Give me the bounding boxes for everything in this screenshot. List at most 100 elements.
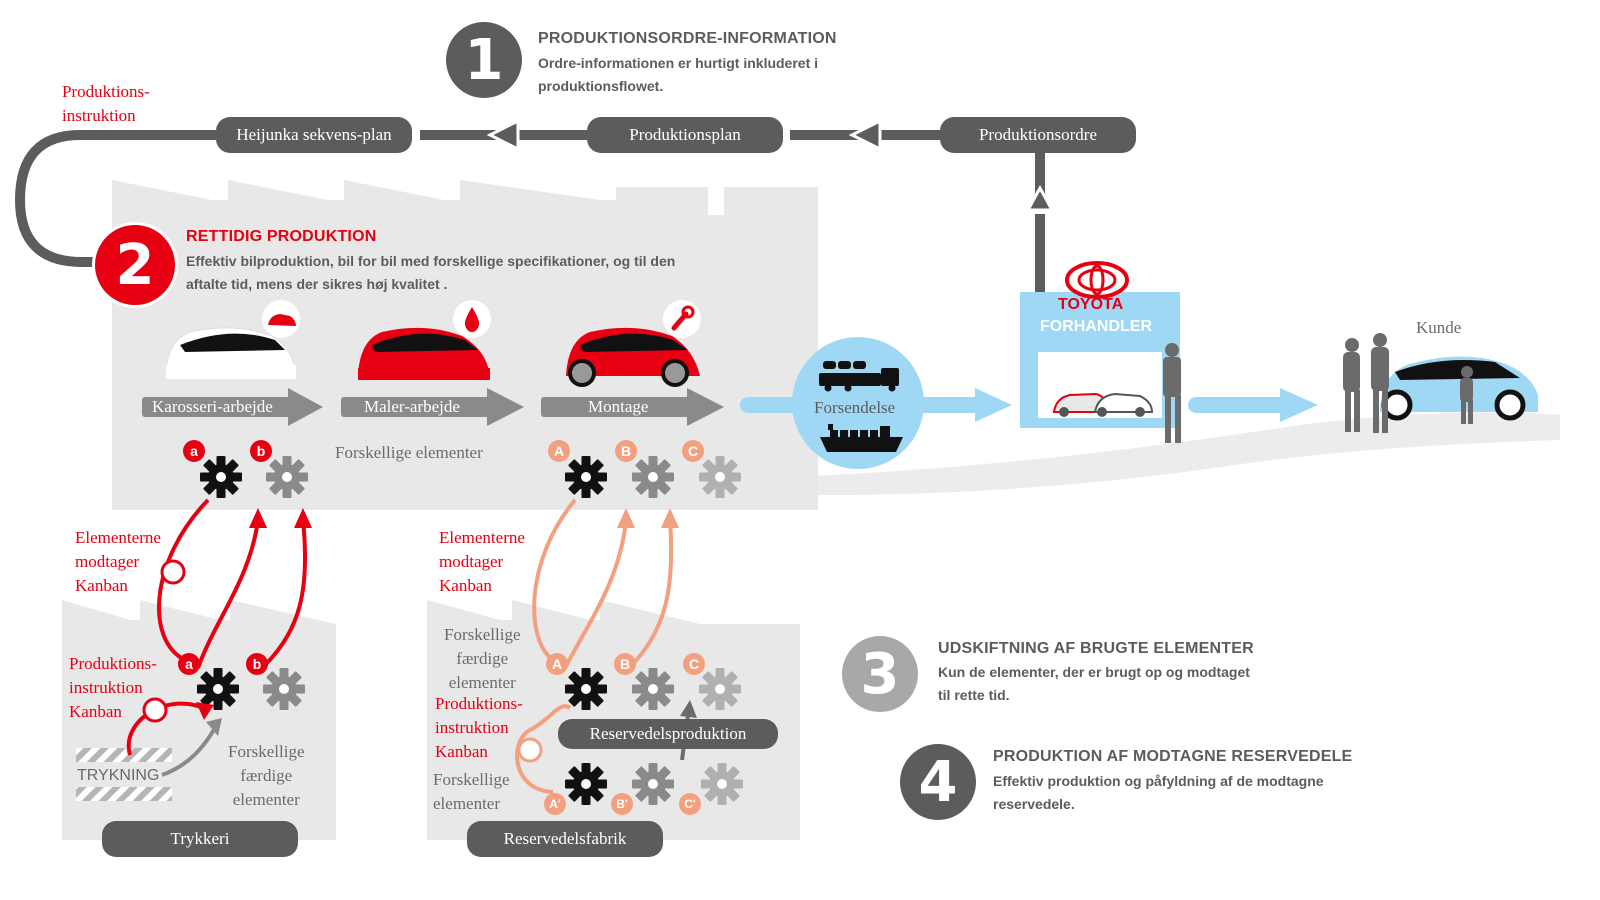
badge-A-main: A — [548, 440, 570, 462]
gear-C-plant — [699, 668, 741, 710]
gear-A-plant — [565, 668, 607, 710]
pressing-hatch-top — [76, 748, 172, 762]
left-finished-label: Forskellige færdige elementer — [228, 740, 305, 812]
gear-B2-plant — [632, 763, 674, 805]
right-various-line2: elementer — [433, 794, 501, 813]
right-kanban-line2: modtager — [439, 552, 504, 571]
right-instruction-line3: Kanban — [435, 742, 488, 761]
pill-production-order-label: Produktionsordre — [978, 125, 1098, 144]
section1-title: PRODUKTIONSORDRE-INFORMATION — [538, 30, 837, 47]
section4-desc-line1: Effektiv produktion og påfyldning af de … — [993, 773, 1324, 789]
badge-A-plant: A — [546, 653, 568, 675]
customer-car-icon — [1380, 356, 1538, 421]
right-instruction-label: Produktions- instruktion Kanban — [435, 692, 523, 764]
badge-C-plant: C — [683, 653, 705, 675]
right-finished-line3: elementer — [448, 673, 516, 692]
pill-heijunka-label: Heijunka sekvens-plan — [236, 125, 392, 144]
section3-desc-line1: Kun de elementer, der er brugt op og mod… — [938, 664, 1250, 680]
section3-desc-line2: til rette tid. — [938, 687, 1010, 703]
left-instruction-label: Produktions- instruktion Kanban — [69, 652, 157, 724]
section2-number-circle: 2 — [92, 222, 178, 308]
section4-number: 4 — [918, 749, 958, 815]
pill-trykkeri: Trykkeri — [102, 821, 298, 857]
pressing-label: TRYKNING — [77, 767, 160, 784]
section2-title: RETTIDIG PRODUKTION — [186, 228, 377, 245]
pill-spare-production-label: Reservedelsproduktion — [589, 724, 747, 743]
badge-C2-plant: C' — [679, 793, 701, 815]
pill-production-plan-label: Produktionsplan — [629, 125, 741, 144]
pressing-hatch-bottom — [76, 787, 172, 801]
left-kanban-node-top — [160, 559, 186, 585]
gear-C2-plant — [701, 763, 743, 805]
section4-title: PRODUKTION AF MODTAGNE RESERVEDELE — [993, 748, 1353, 765]
side-instruction-line1: Produktions- — [62, 82, 150, 101]
badge-A2-plant: A' — [544, 793, 566, 815]
badge-B2-plant: B' — [611, 793, 633, 815]
right-kanban-arrows — [515, 498, 674, 794]
left-kanban-label: Elementerne modtager Kanban — [75, 526, 161, 598]
section1-desc-line1: Ordre-informationen er hurtigt inkludere… — [538, 55, 819, 71]
right-finished-line2: færdige — [456, 649, 509, 668]
gear-b-main — [266, 456, 308, 498]
truck-icon — [819, 361, 899, 392]
left-instruction-line2: instruktion — [69, 678, 143, 697]
step-body-work-label: Karosseri-arbejde — [152, 397, 273, 416]
step-paint-work-label: Maler-arbejde — [364, 397, 460, 416]
gear-a-main — [200, 456, 242, 498]
badge-B-main: B — [615, 440, 637, 462]
right-kanban-line3: Kanban — [439, 576, 492, 595]
pill-spare-factory: Reservedelsfabrik — [467, 821, 663, 857]
gear-A-main — [565, 456, 607, 498]
section4-number-circle: 4 — [900, 744, 976, 820]
section2-number: 2 — [115, 232, 155, 298]
various-elements-label: Forskellige elementer — [335, 443, 483, 462]
pill-trykkeri-label: Trykkeri — [170, 829, 230, 848]
pill-heijunka: Heijunka sekvens-plan — [216, 117, 412, 153]
badge-b-plant: b — [246, 653, 268, 675]
shipping-label: Forsendelse — [814, 398, 896, 417]
left-kanban-line3: Kanban — [75, 576, 128, 595]
left-kanban-node-bottom — [142, 697, 168, 723]
pill-production-order: Produktionsordre — [940, 117, 1136, 153]
section2-desc: Effektiv bilproduktion, bil for bil med … — [186, 250, 675, 296]
step-arrows — [142, 388, 724, 426]
gear-b-plant — [263, 668, 305, 710]
gear-B-plant — [632, 668, 674, 710]
badge-B-plant: B — [614, 653, 636, 675]
dealer-label: FORHANDLER — [1040, 318, 1152, 335]
badge-C-main: C — [682, 440, 704, 462]
right-instruction-line2: instruktion — [435, 718, 509, 737]
customer-label: Kunde — [1416, 318, 1462, 337]
section4-desc-line2: reservedele. — [993, 796, 1075, 812]
body-car-icon — [165, 327, 297, 379]
gear-B-main — [632, 456, 674, 498]
left-kanban-arrows — [126, 498, 308, 756]
right-finished-line1: Forskellige — [444, 625, 521, 644]
section1-desc: Ordre-informationen er hurtigt inkludere… — [538, 52, 818, 98]
section2-desc-line2: aftalte tid, mens der sikres høj kvalite… — [186, 276, 448, 292]
right-kanban-label: Elementerne modtager Kanban — [439, 526, 525, 598]
gear-C-main — [699, 456, 741, 498]
section2-desc-line1: Effektiv bilproduktion, bil for bil med … — [186, 253, 676, 269]
badge-b-main: b — [250, 440, 272, 462]
left-instruction-line1: Produktions- — [69, 654, 157, 673]
section3-number-circle: 3 — [842, 636, 918, 712]
pill-spare-production: Reservedelsproduktion — [558, 719, 778, 749]
right-kanban-line1: Elementerne — [439, 528, 525, 547]
right-instruction-line1: Produktions- — [435, 694, 523, 713]
side-instruction-line2: instruktion — [62, 106, 136, 125]
left-finished-line2: færdige — [240, 766, 293, 785]
dealer-brand: TOYOTA — [1058, 296, 1124, 313]
pill-spare-factory-label: Reservedelsfabrik — [503, 829, 627, 848]
badge-a-plant: a — [178, 653, 200, 675]
left-finished-line1: Forskellige — [228, 742, 305, 761]
left-kanban-line1: Elementerne — [75, 528, 161, 547]
salesman-icon — [1163, 343, 1181, 443]
section3-title: UDSKIFTNING AF BRUGTE ELEMENTER — [938, 640, 1254, 657]
paint-car-icon — [358, 327, 490, 380]
section3-desc: Kun de elementer, der er brugt op og mod… — [938, 661, 1250, 707]
section3-number: 3 — [860, 641, 900, 707]
gear-A2-plant — [565, 763, 607, 805]
section1-number: 1 — [464, 27, 504, 93]
